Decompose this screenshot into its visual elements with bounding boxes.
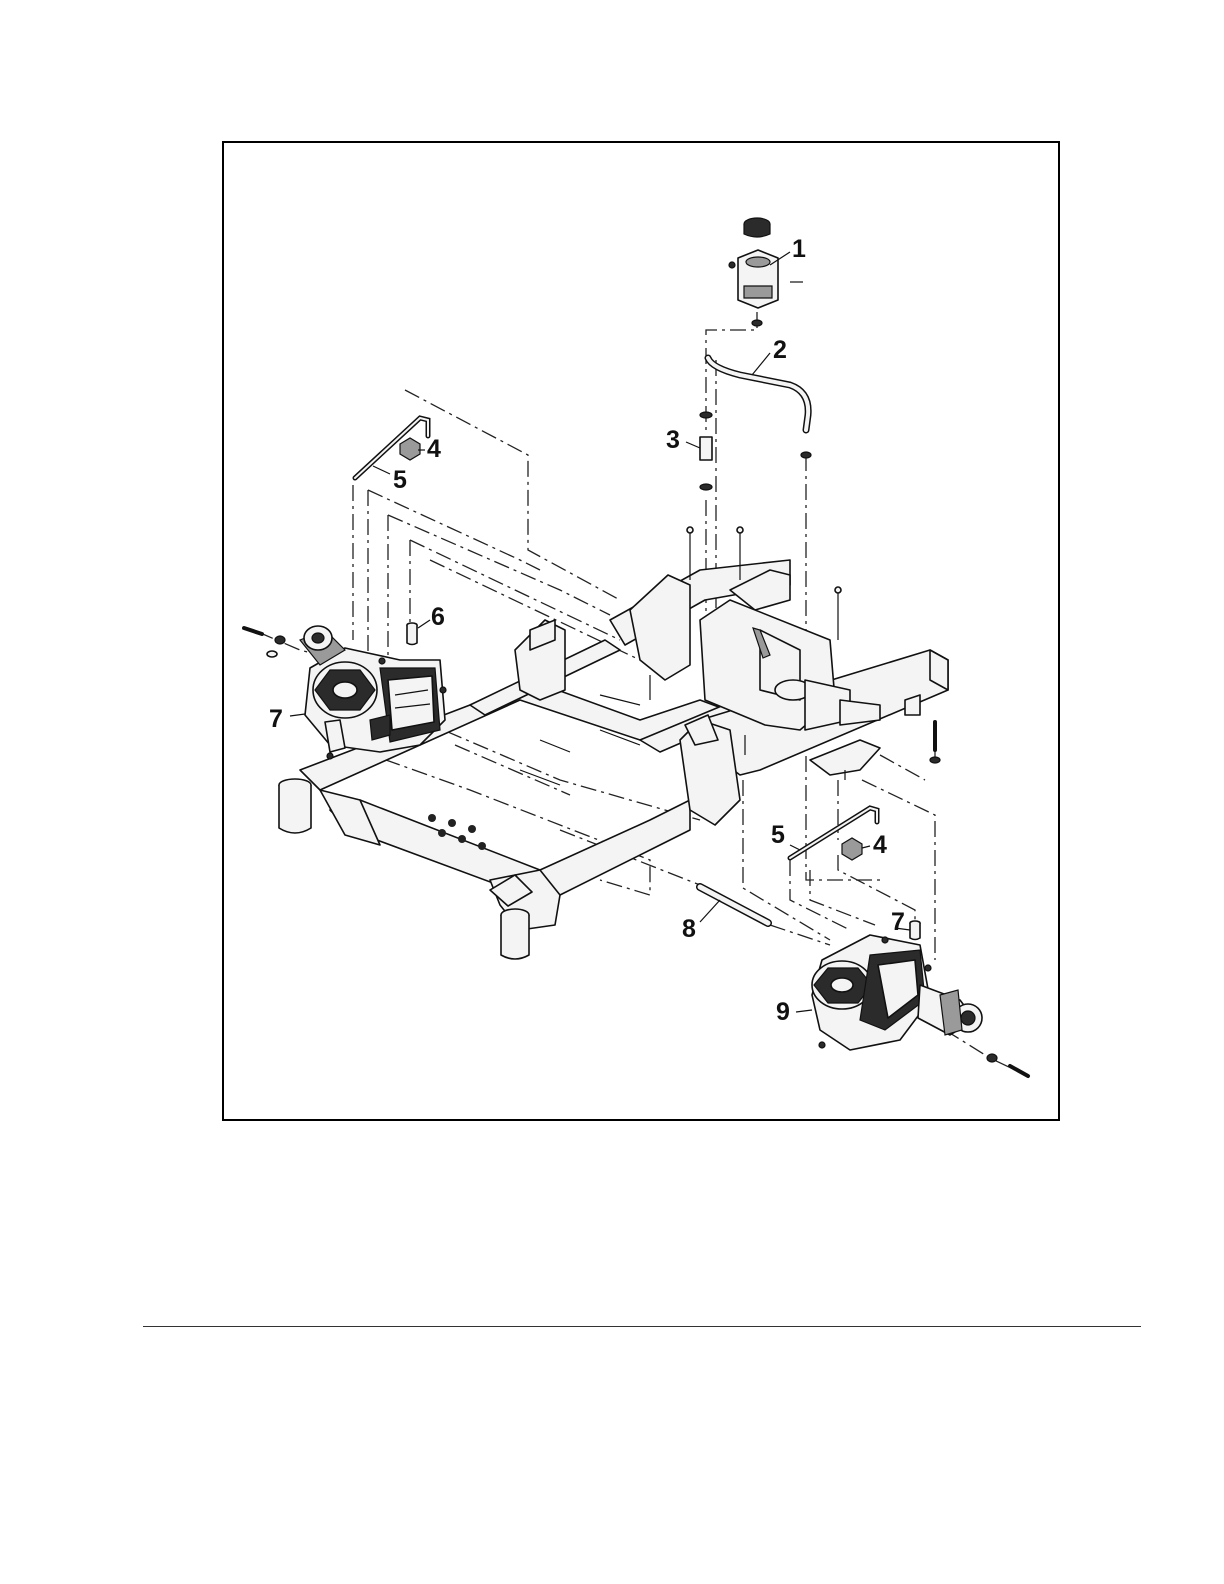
- footer-rule: [143, 1326, 1141, 1327]
- callout-5-left: 5: [393, 466, 407, 494]
- right-transmission: [812, 935, 1028, 1076]
- spacer: [407, 623, 417, 645]
- callout-1: 1: [792, 235, 806, 263]
- callout-4-left: 4: [427, 435, 441, 463]
- right-control-rod: [790, 808, 877, 858]
- right-nut: [842, 838, 862, 860]
- right-spacer: [910, 921, 920, 940]
- left-nut: [400, 438, 420, 460]
- axle-rod: [700, 887, 768, 923]
- callout-leaders: [290, 252, 910, 1012]
- hose-fitting: [700, 412, 811, 490]
- callout-5-right: 5: [771, 821, 785, 849]
- right-bracket: [810, 740, 880, 780]
- callout-3: 3: [666, 426, 680, 454]
- hydraulic-hose: [708, 358, 808, 430]
- callout-7-right: 7: [891, 908, 905, 936]
- left-transmission: [244, 626, 446, 759]
- right-bolt-upper: [930, 722, 940, 763]
- callout-2: 2: [773, 336, 787, 364]
- callout-8: 8: [682, 915, 696, 943]
- callout-9: 9: [776, 998, 790, 1026]
- callout-7-left: 7: [269, 705, 283, 733]
- callout-labels: 1 2 3 4 5 6 7 5 4 7 8 9: [269, 235, 905, 1026]
- callout-4-right: 4: [873, 831, 887, 859]
- callout-6: 6: [431, 603, 445, 631]
